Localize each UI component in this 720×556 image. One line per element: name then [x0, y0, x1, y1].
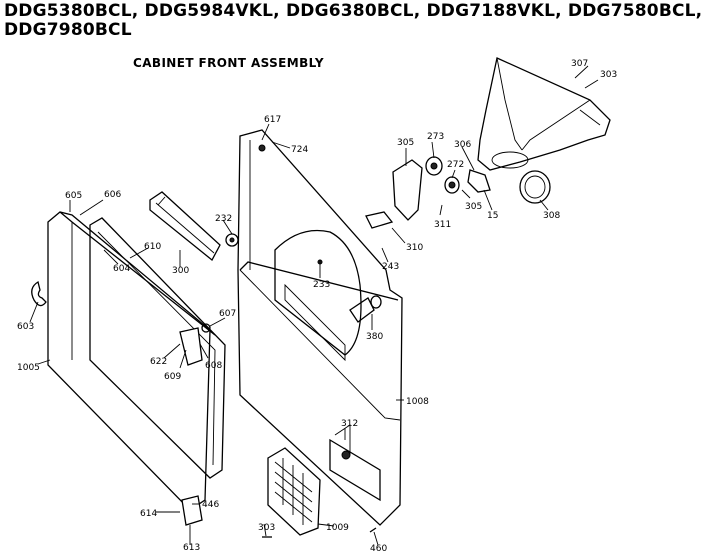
sensor-273 [425, 156, 443, 176]
part-label-305: 305 [397, 138, 414, 148]
part-label-312: 312 [341, 419, 358, 429]
leader-lines [29, 65, 599, 546]
cabinet-front-panel-1008 [237, 129, 403, 526]
part-label-604: 604 [113, 264, 130, 274]
part-label-460: 460 [370, 544, 387, 554]
strip-310 [365, 211, 394, 229]
part-label-607: 607 [219, 309, 236, 319]
part-label-606: 606 [104, 190, 121, 200]
part-label-610: 610 [144, 242, 161, 252]
part-label-272: 272 [447, 160, 464, 170]
hinge-608 [179, 327, 203, 366]
part-label-446: 446 [202, 500, 219, 510]
part-label-380: 380 [366, 332, 383, 342]
assembly-subtitle: CABINET FRONT ASSEMBLY [133, 56, 324, 70]
part-label-609: 609 [164, 372, 181, 382]
part-label-311: 311 [434, 220, 451, 230]
ring-seal-308 [519, 170, 551, 204]
part-label-307: 307 [571, 59, 588, 69]
part-label-310: 310 [406, 243, 423, 253]
switch-380 [349, 295, 382, 323]
part-label-303-top: 303 [600, 70, 617, 80]
part-label-306: 306 [454, 140, 471, 150]
part-label-243: 243 [382, 262, 399, 272]
door-liner-610 [89, 217, 226, 479]
part-label-603: 603 [17, 322, 34, 332]
part-label-300: 300 [172, 266, 189, 276]
door-handle-603 [31, 280, 47, 307]
part-label-1008: 1008 [406, 397, 429, 407]
part-label-232: 232 [215, 214, 232, 224]
diagram-title: DDG5380BCL, DDG5984VKL, DDG6380BCL, DDG7… [4, 1, 703, 40]
part-label-608: 608 [205, 361, 222, 371]
bracket-306 [467, 169, 491, 193]
part-label-305-lower: 305 [465, 202, 482, 212]
hinge-446 [181, 495, 203, 526]
part-label-273: 273 [427, 132, 444, 142]
part-label-622: 622 [150, 357, 167, 367]
toe-grille-1009 [267, 447, 321, 536]
plate-305 [392, 159, 423, 221]
part-label-724: 724 [291, 145, 308, 155]
roller-232 [225, 233, 239, 247]
part-label-15: 15 [487, 211, 498, 221]
part-label-1009: 1009 [326, 523, 349, 533]
part-label-614: 614 [140, 509, 157, 519]
part-label-1005: 1005 [17, 363, 40, 373]
lint-filter-300 [149, 191, 221, 261]
part-label-303-bottom: 303 [258, 523, 275, 533]
part-label-613: 613 [183, 543, 200, 553]
part-label-308: 308 [543, 211, 560, 221]
part-label-617: 617 [264, 115, 281, 125]
door-panel-1005 [47, 211, 216, 511]
screw-607 [201, 323, 211, 333]
duct-housing-307 [477, 57, 611, 171]
part-label-605: 605 [65, 191, 82, 201]
part-label-233: 233 [313, 280, 330, 290]
thermostat-272 [444, 176, 460, 194]
screw-460 [369, 527, 377, 533]
